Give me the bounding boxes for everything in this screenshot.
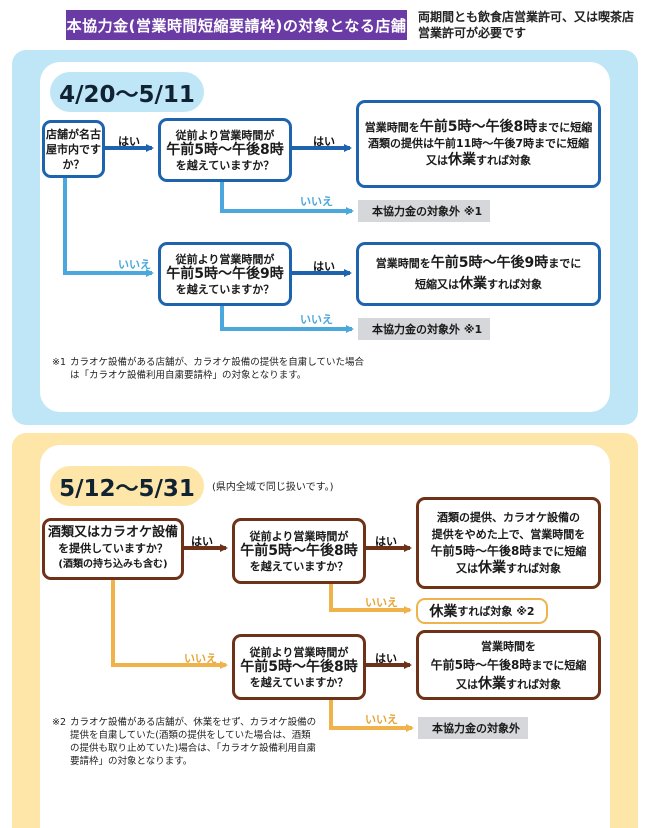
- question-hours-8: 従前より営業時間が 午前5時～午後8時 を越えていますか？: [158, 118, 292, 182]
- result-text: 酒類の提供、カラオケ設備の: [437, 511, 580, 524]
- result-text: すれば対象: [506, 677, 561, 691]
- result-text: すれば対象 ※2: [457, 605, 535, 618]
- result-shorten-9pm: 営業時間を午前5時～午後9時までに 短縮又は休業すれば対象: [356, 242, 601, 306]
- question-pre: 従前より営業時間が: [249, 645, 349, 659]
- label-yes: はい: [313, 260, 335, 273]
- result-closed-only: 休業すれば対象 ※2: [416, 598, 548, 624]
- question-pre: 従前より営業時間が: [175, 252, 275, 266]
- question-hours-range: 午前5時～午後8時: [240, 542, 358, 559]
- question-hours-range: 午前5時～午後8時: [240, 658, 358, 675]
- arrow-no-hours8-s2: [329, 583, 412, 614]
- question-alcohol-karaoke: 酒類又はカラオケ設備 を提供していますか？ (酒類の持ち込みも含む): [42, 518, 184, 580]
- footnote-2: カラオケ設備がある店舗が、休業をせず、カラオケ設備の提供を自粛していた(酒類の提…: [70, 717, 317, 767]
- question-hours-8-b: 従前より営業時間が 午前5時～午後8時 を越えていますか？: [232, 634, 366, 700]
- result-text: 営業時間を: [364, 121, 420, 134]
- label-no: いいえ: [365, 596, 398, 609]
- result-closed: 休業: [448, 152, 476, 168]
- result-text: 短縮又は: [415, 278, 459, 291]
- result-text: すれば対象: [506, 562, 561, 575]
- arrow-no-hours8-b: [329, 699, 414, 732]
- result-text: すれば対象: [476, 154, 531, 167]
- result-hours: 午前5時～午後8時: [419, 119, 538, 135]
- label-yes: はい: [118, 135, 140, 148]
- result-text: 営業時間を: [375, 257, 431, 270]
- question-hours-8: 従前より営業時間が 午前5時～午後8時 を越えていますか？: [232, 518, 366, 584]
- label-yes: はい: [191, 535, 213, 548]
- result-closed: 休業: [429, 604, 458, 620]
- result-closed: 休業: [478, 560, 506, 576]
- question-post: を越えていますか？: [249, 675, 349, 689]
- result-text: 又は: [456, 562, 478, 575]
- result-text: 提供をやめた上で、営業時間を: [431, 528, 586, 541]
- question-post: を越えていますか？: [175, 282, 275, 296]
- question-hours-range: 午前5時～午後8時: [166, 141, 284, 158]
- result-hours: 午前5時～午後8時: [430, 544, 532, 558]
- license-note: 両期間とも飲食店営業許可、又は喫茶店営業許可が必要です: [418, 10, 635, 40]
- footnote-1: カラオケ設備がある店舗が、カラオケ設備の提供を自粛していた場合は「カラオケ設備利…: [70, 357, 365, 381]
- label-no: いいえ: [365, 713, 398, 726]
- result-text: までに短縮: [537, 121, 593, 134]
- question-hours-9: 従前より営業時間が 午前5時～午後9時 を越えていますか？: [158, 242, 292, 306]
- arrow-no-alcohol: [111, 580, 228, 669]
- result-excluded: 本協力金の対象外: [418, 717, 528, 739]
- result-excluded: 本協力金の対象外 ※1: [358, 200, 490, 222]
- arrow-no-hours9: [220, 306, 354, 333]
- result-text: までに短縮: [531, 658, 587, 672]
- result-text: すれば対象: [487, 278, 542, 291]
- result-excluded: 本協力金の対象外 ※1: [358, 318, 490, 340]
- label-yes: はい: [375, 535, 397, 548]
- question-nagoya: 店舗が名古屋市内ですか？: [42, 120, 105, 178]
- arrow-no-nagoya: [63, 178, 154, 277]
- footnote-mark-1: ※1: [52, 357, 67, 368]
- question-alcohol-note: (酒類の持ち込みも含む): [58, 559, 168, 570]
- label-no: いいえ: [184, 652, 217, 665]
- result-text: 営業時間を: [481, 639, 536, 653]
- question-post: を越えていますか？: [175, 158, 275, 172]
- result-closed: 休業: [478, 675, 506, 692]
- question-alcohol-sub: を提供していますか？: [58, 542, 168, 555]
- arrow-no-hours8: [220, 181, 354, 215]
- result-text: までに: [548, 257, 582, 270]
- result-shorten-8pm: 営業時間を午前5時～午後8時までに短縮 酒類の提供は午前11時～午後7時までに短…: [356, 100, 601, 188]
- question-nagoya-text: 店舗が名古屋市内ですか？: [46, 127, 101, 171]
- footnote-mark-2: ※2: [52, 717, 67, 728]
- question-hours-range: 午前5時～午後9時: [166, 265, 284, 282]
- period-label-1: 4/20～5/11: [50, 72, 204, 112]
- result-hours: 午前5時～午後9時: [430, 255, 549, 271]
- question-pre: 従前より営業時間が: [249, 529, 349, 543]
- result-hours: 午前5時～午後8時: [430, 657, 532, 672]
- result-text: 又は: [456, 677, 478, 691]
- result-text: までに短縮: [531, 545, 587, 558]
- question-alcohol-main: 酒類又はカラオケ設備: [47, 525, 178, 540]
- label-yes: はい: [375, 652, 397, 665]
- result-stop-alcohol: 酒類の提供、カラオケ設備の 提供をやめた上で、営業時間を 午前5時～午後8時まで…: [416, 497, 601, 589]
- question-pre: 従前より営業時間が: [175, 128, 275, 142]
- page-title: 本協力金(営業時間短縮要請枠)の対象となる店舗: [66, 10, 407, 40]
- label-no: いいえ: [118, 258, 151, 271]
- result-shorten-8pm-b: 営業時間を 午前5時～午後8時までに短縮 又は休業すれば対象: [416, 630, 601, 700]
- period-note-2: (県内全域で同じ扱いです。): [212, 482, 334, 493]
- result-alcohol-note: 酒類の提供は午前11時～午後7時までに短縮: [368, 137, 589, 150]
- label-yes: はい: [313, 135, 335, 148]
- label-no: いいえ: [300, 195, 333, 208]
- label-no: いいえ: [300, 313, 333, 326]
- question-post: を越えていますか？: [249, 559, 349, 573]
- result-text: 又は: [426, 154, 448, 167]
- result-closed: 休業: [459, 276, 487, 292]
- period-label-2: 5/12～5/31: [50, 466, 204, 506]
